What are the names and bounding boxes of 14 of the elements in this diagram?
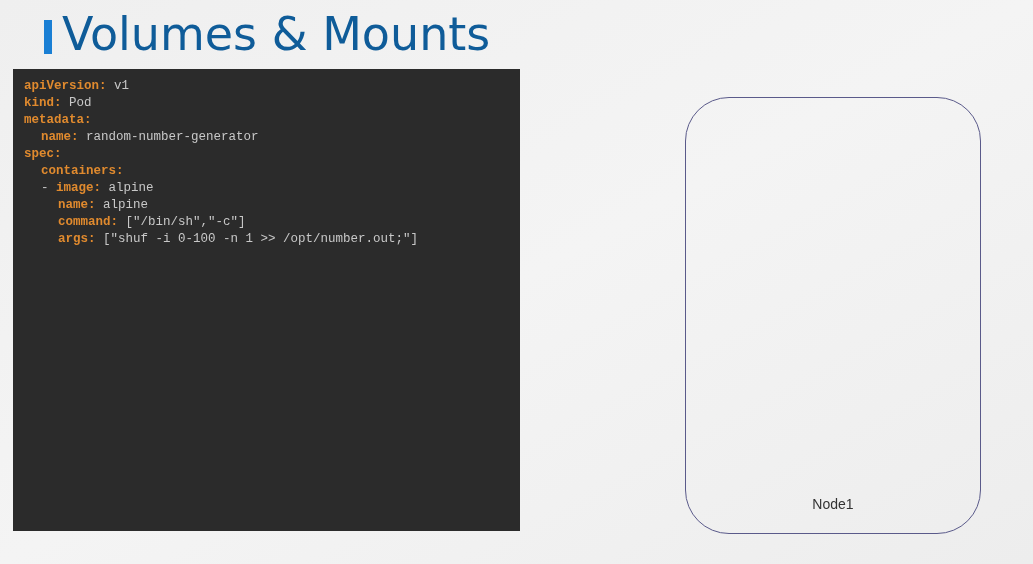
code-line: metadata:: [24, 112, 93, 129]
code-line: name: random-number-generator: [40, 129, 260, 146]
node-box: [685, 97, 981, 534]
code-line: - image: alpine: [40, 180, 155, 197]
code-line: command: ["/bin/sh","-c"]: [57, 214, 247, 231]
code-line: args: ["shuf -i 0-100 -n 1 >> /opt/number.out;"]: [57, 231, 420, 248]
code-line: kind: Pod: [24, 95, 93, 112]
title: Volumes & Mounts: [62, 6, 491, 62]
code-line: name: alpine: [57, 197, 150, 214]
code-line: apiVersion: v1: [24, 78, 131, 95]
node-label: Node1: [812, 495, 854, 514]
code-panel: [13, 69, 520, 531]
code-line: spec:: [24, 146, 63, 163]
code-line: containers:: [40, 163, 125, 180]
